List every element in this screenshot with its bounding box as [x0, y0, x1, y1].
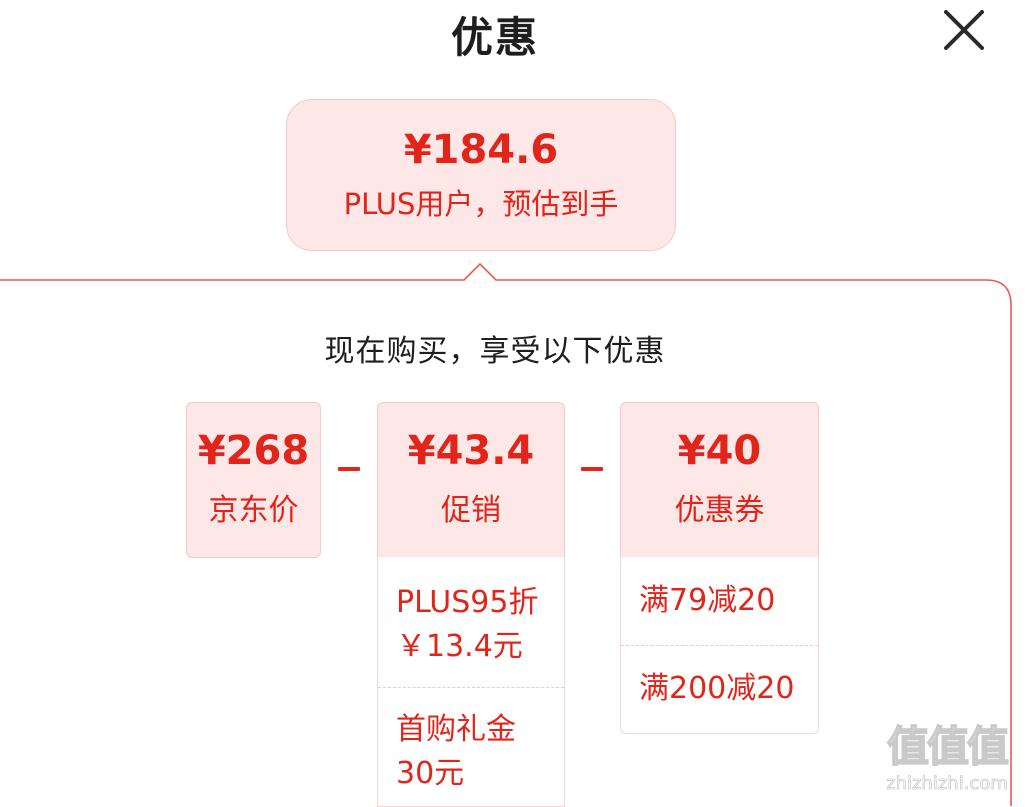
- promotion-detail-title: PLUS95折: [396, 585, 539, 620]
- watermark-url: zhizhizhi.com: [886, 773, 1008, 795]
- promotion-detail-value: 30元: [396, 756, 465, 791]
- minus-sign: [338, 467, 360, 471]
- estimated-price-label: PLUS用户，预估到手: [343, 187, 619, 221]
- breakdown-headline: 现在购买，享受以下优惠: [324, 334, 666, 369]
- close-icon: [944, 10, 984, 50]
- coupon-card: ¥40 优惠券: [620, 402, 819, 558]
- estimated-price-box: ¥184.6 PLUS用户，预估到手: [286, 99, 676, 251]
- promotion-details: PLUS95折 ￥13.4元 首购礼金 30元: [377, 557, 565, 807]
- coupon-detail-text: 满79减20: [639, 583, 776, 618]
- breakdown-panel-border: [0, 262, 1012, 806]
- promotion-label: 促销: [441, 493, 501, 528]
- coupon-label: 优惠券: [674, 493, 765, 528]
- coupon-detail-item: 满200减20: [621, 645, 818, 732]
- jd-price-card: ¥268 京东价: [186, 402, 321, 558]
- coupon-detail-text: 满200减20: [639, 671, 795, 706]
- coupon-detail-item: 满79减20: [621, 557, 818, 645]
- jd-price-label: 京东价: [208, 493, 299, 528]
- estimated-price: ¥184.6: [403, 127, 559, 173]
- promotion-detail-value: ￥13.4元: [396, 629, 523, 664]
- promotion-card: ¥43.4 促销: [377, 402, 565, 558]
- coupon-details: 满79减20 满200减20: [620, 557, 819, 734]
- close-button[interactable]: [940, 6, 988, 54]
- promotion-detail-item: 首购礼金 30元: [378, 687, 564, 796]
- jd-price-amount: ¥268: [197, 428, 310, 474]
- promotion-detail-item: PLUS95折 ￥13.4元: [378, 557, 564, 687]
- promotion-amount: ¥43.4: [407, 428, 535, 474]
- watermark-logo: 值值值: [886, 721, 1010, 772]
- minus-sign: [581, 467, 603, 471]
- coupon-amount: ¥40: [677, 428, 762, 474]
- promotion-detail-title: 首购礼金: [396, 712, 516, 747]
- page-title: 优惠: [450, 13, 539, 62]
- watermark: 值值值 zhizhizhi.com: [872, 721, 1022, 806]
